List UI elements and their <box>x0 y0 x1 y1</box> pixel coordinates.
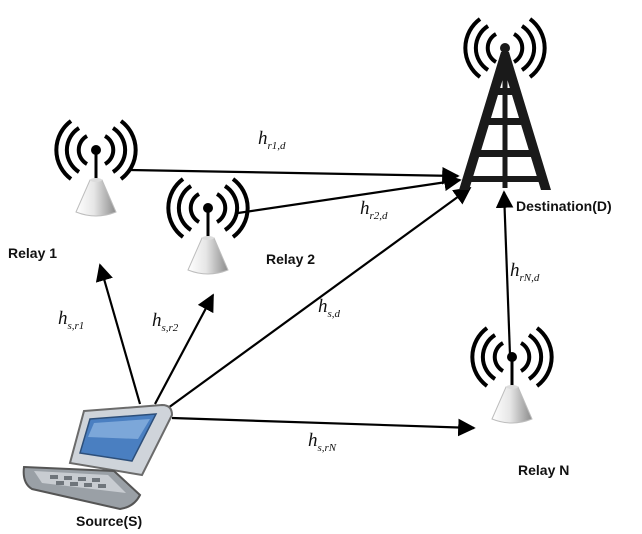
link-label-rn-d: hrN,d <box>510 260 540 284</box>
edge-source-relay2 <box>154 293 214 405</box>
link-label-s-rn: hs,rN <box>308 430 337 454</box>
edge-source-relayN <box>171 416 476 437</box>
edge-relay2-destination <box>237 173 462 215</box>
relay-n-label: Relay N <box>518 462 569 478</box>
link-label-s-d: hs,d <box>318 296 341 320</box>
destination-label: Destination(D) <box>516 198 612 214</box>
cell-tower-icon <box>459 17 551 190</box>
link-label-r1-d: hr1,d <box>258 128 286 152</box>
relay-1 <box>56 121 135 216</box>
source-label: Source(S) <box>76 513 142 529</box>
destination-tower <box>459 17 551 190</box>
relay-antenna-icon <box>56 121 135 216</box>
edge-source-destination <box>167 186 472 409</box>
source-phone <box>22 403 174 511</box>
edge-relay1-destination <box>129 166 460 185</box>
relay-1-label: Relay 1 <box>8 245 57 261</box>
edges <box>95 166 514 437</box>
edge-source-relay1 <box>95 263 142 405</box>
link-label-s-r1: hs,r1 <box>58 308 84 332</box>
link-label-r2-d: hr2,d <box>360 198 388 222</box>
mobile-phone-icon <box>22 403 174 511</box>
relay-2 <box>168 179 247 274</box>
edge-relayN-destination <box>495 190 514 356</box>
relay-n <box>472 328 551 423</box>
link-label-s-r2: hs,r2 <box>152 310 179 334</box>
relay-antenna-icon <box>168 179 247 274</box>
relay-antenna-icon <box>472 328 551 423</box>
relay-2-label: Relay 2 <box>266 251 315 267</box>
